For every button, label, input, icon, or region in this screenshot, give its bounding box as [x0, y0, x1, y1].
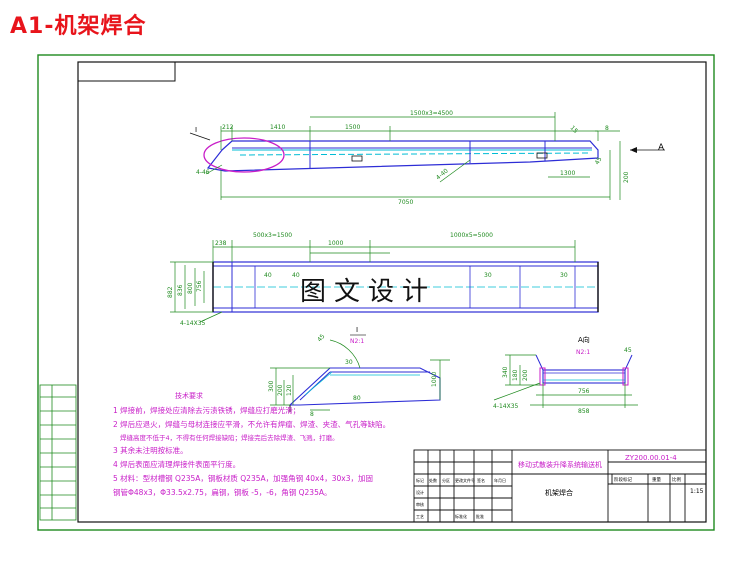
view-A-labels: A向 N2:1 340 180 200 756 858 45 4-14X35	[493, 335, 632, 415]
detail-I-highlight	[203, 137, 285, 173]
rev-header-3: 分区	[442, 477, 450, 483]
rev-header-1: 标记	[416, 477, 424, 483]
dim-836: 836	[177, 284, 184, 296]
side-view-labels: A I 212 1410 1500 1500x3=4500 7050 1300 …	[195, 110, 665, 206]
dim-1300: 1300	[560, 170, 575, 177]
tech-requirements: 技术要求 1 焊接前，焊接处应清除去污渍铁锈，焊缝应打磨光滑； 2 焊后应退火，…	[113, 391, 390, 497]
title-block	[413, 449, 707, 523]
plan-view	[170, 240, 599, 323]
detail-dim-45: 45	[316, 333, 326, 343]
dim-1000x5: 1000x5=5000	[450, 232, 493, 239]
drawing-number: ZY200.00.01-4	[625, 454, 677, 462]
product-name: 移动式散装升降系统输送机	[518, 460, 602, 469]
side-view	[189, 112, 665, 200]
mark-30-a: 30	[484, 272, 492, 279]
view-A	[493, 354, 638, 408]
tech-item-2b: 焊缝高度不低于4，不得有任何焊接缺陷；焊接完后去除焊渣、飞溅，打磨。	[120, 433, 339, 442]
dim-882: 882	[167, 286, 174, 298]
dim-1000: 1000	[328, 240, 343, 247]
ratio-label: 比例	[672, 476, 681, 483]
detail-dim-8: 8	[310, 411, 314, 418]
watermark-text: 图文设计	[300, 277, 436, 307]
side-view-I-label: I	[195, 126, 197, 134]
stamp-box	[77, 61, 176, 82]
rev-header-4: 更改文件号	[455, 477, 475, 483]
scale-value: 1:15	[690, 488, 704, 495]
tech-title: 技术要求	[175, 391, 203, 400]
dim-15: 15	[569, 124, 579, 134]
detail-I-labels: I N2:1 300 200 120 1000 45 30 8 80	[268, 326, 438, 418]
plan-view-labels: 238 500x3=1500 1000 1000x5=5000 882 836 …	[167, 232, 568, 327]
dim-212: 212	[222, 124, 234, 131]
dim-756: 756	[196, 280, 203, 292]
role-approve: 批准	[476, 513, 484, 519]
dim-7050: 7050	[398, 199, 413, 206]
part-name: 机架焊合	[545, 488, 573, 497]
view-A-title: A向	[578, 335, 590, 344]
detail-I-scale: N2:1	[350, 338, 364, 345]
viewA-dim-180: 180	[512, 369, 519, 381]
rev-header-5: 签名	[477, 477, 485, 483]
viewA-dim-756: 756	[578, 388, 590, 395]
detail-dim-300: 300	[268, 380, 275, 392]
tech-item-3: 3 其余未注明按标准。	[113, 445, 188, 455]
viewA-dim-45: 45	[624, 347, 632, 354]
tech-item-4: 4 焊后表面应清理焊接件表面平行度。	[113, 459, 240, 469]
weight-label: 重量	[652, 476, 661, 483]
role-standard: 标准化	[455, 513, 467, 519]
detail-dim-80: 80	[353, 395, 361, 402]
viewA-hole-note: 4-14X35	[493, 403, 519, 410]
outer-frame	[37, 54, 715, 531]
side-view-A-label: A	[658, 143, 665, 153]
mark-40-b: 40	[292, 272, 300, 279]
detail-dim-30: 30	[345, 359, 353, 366]
role-review: 审核	[416, 501, 424, 507]
view-A-scale: N2:1	[576, 349, 590, 356]
tech-item-2: 2 焊后应退火，焊缝与母材连接应平滑，不允许有焊瘤、焊渣、夹渣、气孔等缺陷。	[113, 419, 390, 429]
dim-45: 45	[594, 156, 604, 166]
dim-8: 8	[605, 125, 609, 132]
dim-200: 200	[623, 171, 630, 183]
mark-40-a: 40	[264, 272, 272, 279]
viewA-dim-340: 340	[502, 366, 509, 378]
role-design: 设计	[416, 489, 424, 495]
tech-item-1: 1 焊接前，焊接处应清除去污渍铁锈，焊缝应打磨光滑；	[113, 405, 300, 415]
dim-500x3: 500x3=1500	[253, 232, 292, 239]
viewA-dim-858: 858	[578, 408, 590, 415]
dim-238: 238	[215, 240, 227, 247]
dim-1410: 1410	[270, 124, 285, 131]
dim-800: 800	[187, 282, 194, 294]
dim-4-46: 4-46	[196, 169, 210, 176]
page-heading: A1-机架焊合	[10, 14, 147, 39]
stage-label: 阶段标记	[614, 476, 632, 483]
detail-I	[270, 339, 450, 412]
inner-frame	[77, 61, 707, 523]
detail-I-title: I	[356, 326, 358, 334]
dim-1500: 1500	[345, 124, 360, 131]
dim-1500x3: 1500x3=4500	[410, 110, 453, 117]
role-process: 工艺	[416, 514, 424, 519]
binding-strip	[39, 384, 77, 521]
plan-hole-note: 4-14X35	[180, 320, 206, 327]
viewA-dim-200: 200	[522, 369, 529, 381]
rev-header-2: 处数	[429, 477, 437, 483]
tech-item-5: 5 材料：型材槽钢 Q235A，钢板材质 Q235A，加强角钢 40x4，30x…	[113, 473, 373, 483]
detail-dim-1000: 1000	[431, 372, 438, 387]
dim-4-40: 4-40	[435, 167, 450, 181]
rev-header-6: 年月日	[494, 477, 506, 483]
mark-30-b: 30	[560, 272, 568, 279]
detail-dim-120: 120	[286, 384, 293, 396]
detail-dim-200: 200	[277, 384, 284, 396]
tech-item-5b: 钢管Φ48x3，Φ33.5x2.75，扁钢，钢板 -5，-6，角钢 Q235A。	[113, 487, 331, 497]
title-block-text: 移动式散装升降系统输送机 ZY200.00.01-4 机架焊合 阶段标记 重量 …	[416, 454, 704, 519]
